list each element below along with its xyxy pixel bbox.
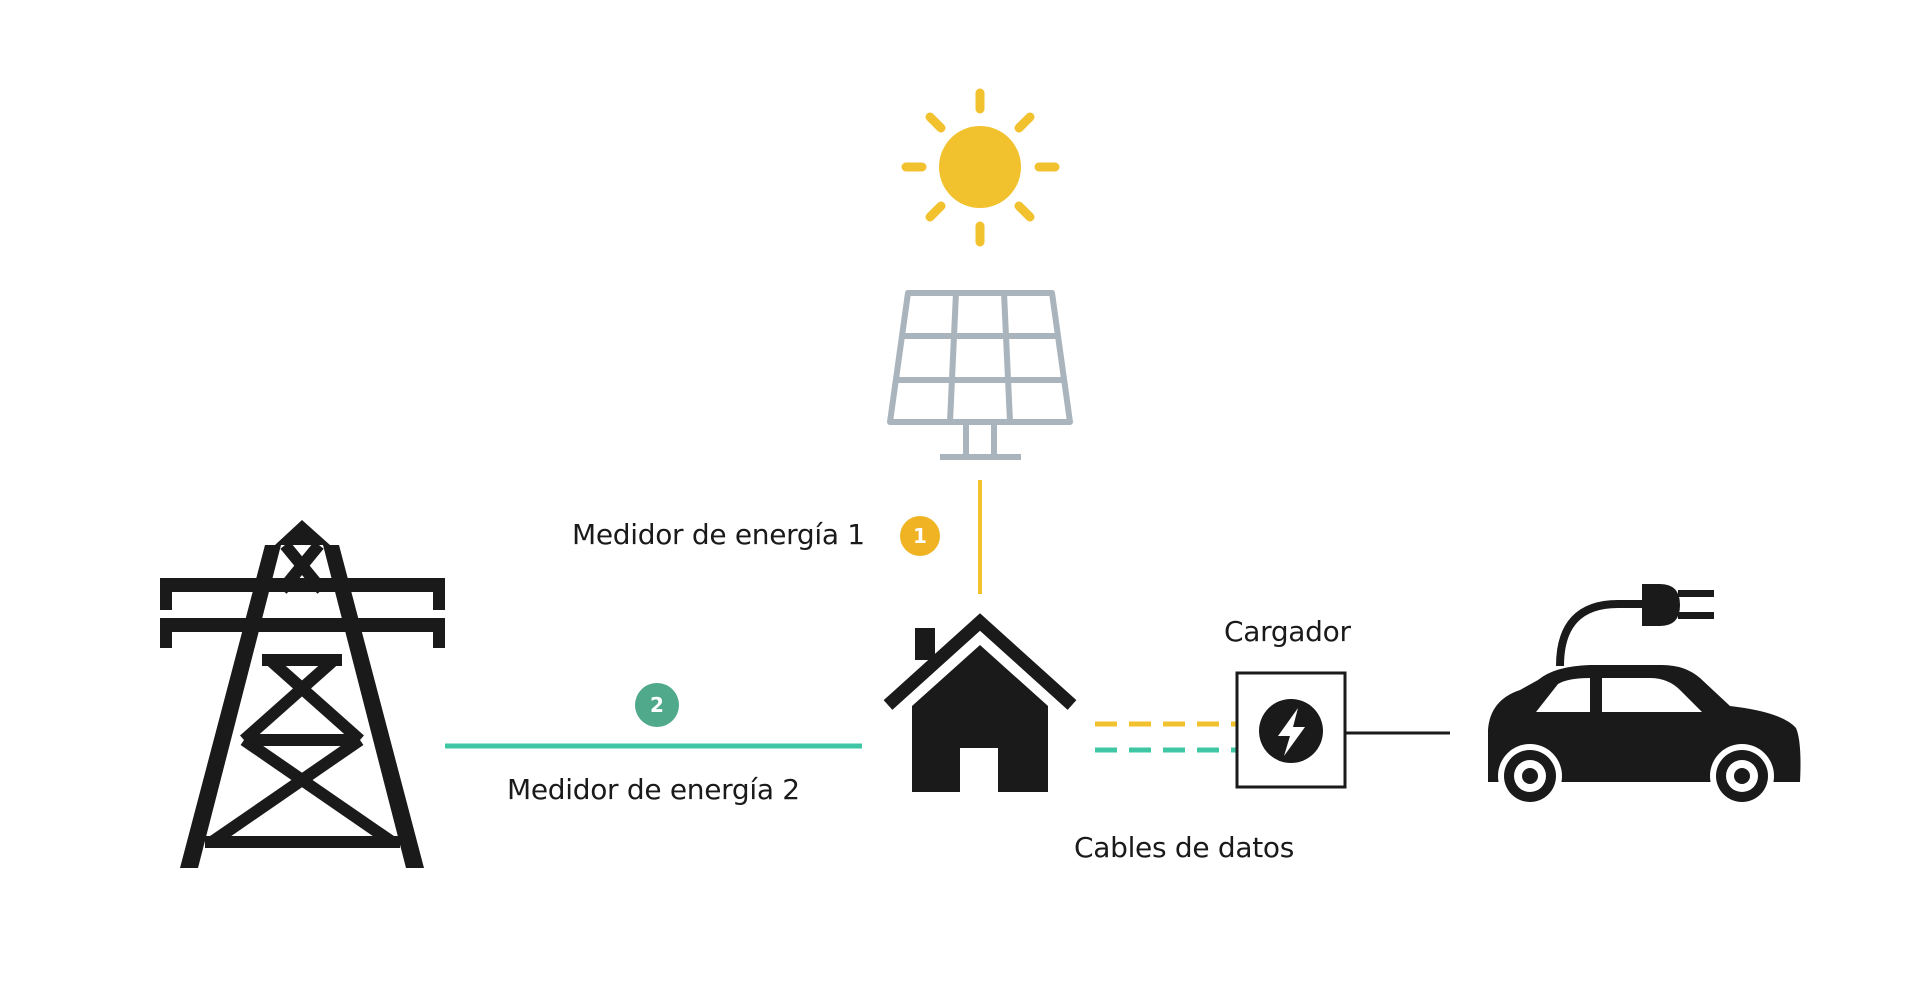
car-window-front <box>1536 678 1590 712</box>
car-wheel-rear <box>1710 744 1774 808</box>
house-icon <box>883 613 1077 792</box>
data-cables <box>1095 721 1238 753</box>
data-cables-label: Cables de datos <box>1074 831 1295 864</box>
solar-panel-frame <box>887 290 1073 425</box>
lightning-bolt-icon <box>1278 708 1305 756</box>
electric-car-icon <box>1488 665 1801 808</box>
sun-core <box>939 126 1021 208</box>
plug-icon <box>1556 584 1714 667</box>
transmission-tower-icon <box>160 520 445 868</box>
sun-rays <box>901 88 1060 247</box>
meter-1-label: Medidor de energía 1 <box>572 518 865 551</box>
solar-panel-icon <box>887 290 1073 460</box>
charger-box <box>1235 671 1347 789</box>
sun-icon <box>901 88 1060 247</box>
meter-2-badge-number: 2 <box>650 693 664 717</box>
plug-cable <box>1556 600 1646 667</box>
meter-1-badge-number: 1 <box>913 524 927 548</box>
meter-1-badge: 1 <box>900 516 940 556</box>
charger-label: Cargador <box>1224 615 1351 648</box>
car-window-rear <box>1602 678 1702 712</box>
car-wheel-front <box>1498 744 1562 808</box>
meter-2-badge: 2 <box>635 683 679 727</box>
meter-2-label: Medidor de energía 2 <box>507 773 800 806</box>
